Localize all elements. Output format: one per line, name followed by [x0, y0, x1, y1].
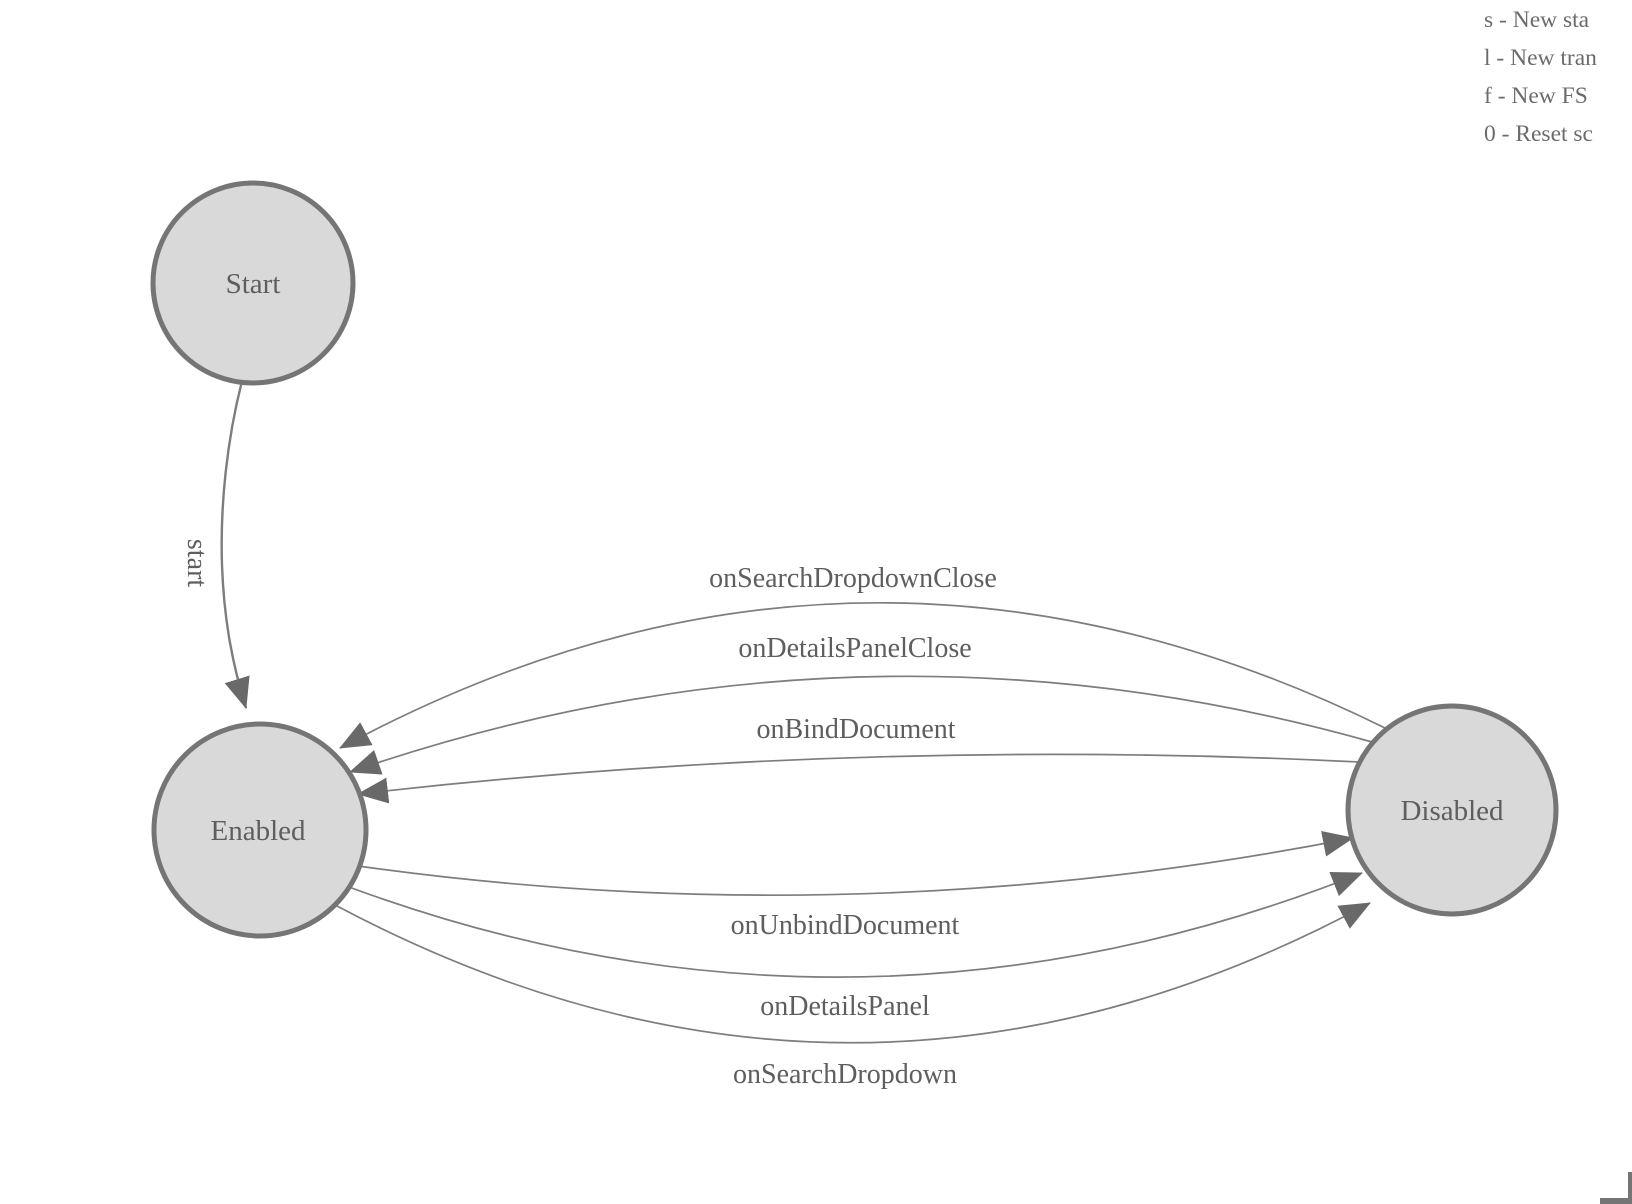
state-label-start: Start — [226, 268, 281, 300]
state-label-disabled: Disabled — [1400, 795, 1504, 827]
legend-line-new-fsm: f - New FS — [1484, 83, 1588, 109]
legend-line-reset: 0 - Reset sc — [1484, 121, 1593, 147]
transition-edge-onDetailsPanelClose[interactable]: onDetailsPanelClose — [349, 633, 1373, 775]
panel-corner-vertical-edge — [1628, 1172, 1632, 1204]
transition-edge-onSearchDropdown[interactable]: onSearchDropdown — [336, 902, 1371, 1090]
transition-edge-onUnbindDocument[interactable]: onUnbindDocument — [357, 831, 1354, 941]
transition-edge-start[interactable]: start — [181, 380, 250, 709]
transition-edge-onDetailsPanel[interactable]: onDetailsPanel — [348, 871, 1363, 1022]
edge-line-start[interactable] — [220, 380, 250, 709]
edge-label-onBindDocument: onBindDocument — [756, 714, 955, 745]
edge-line-onDetailsPanelClose[interactable] — [349, 675, 1373, 775]
legend-line-new-transition: l - New tran — [1484, 45, 1597, 71]
edge-line-onUnbindDocument[interactable] — [357, 831, 1354, 896]
state-circle-enabled[interactable] — [151, 721, 369, 939]
state-node-start[interactable]: Start — [150, 180, 356, 386]
transition-edge-onBindDocument[interactable]: onBindDocument — [357, 714, 1360, 804]
legend-line-new-state: s - New sta — [1484, 7, 1590, 33]
state-circle-disabled[interactable] — [1345, 703, 1559, 917]
shortcuts-legend: s - New sta l - New tran f - New FS 0 - … — [1484, 1, 1597, 153]
state-label-enabled: Enabled — [210, 815, 306, 847]
edge-line-onDetailsPanel[interactable] — [348, 871, 1363, 978]
panel-corner-horizontal-edge — [1600, 1198, 1632, 1204]
edge-line-onSearchDropdownClose[interactable] — [339, 602, 1386, 749]
edge-label-onUnbindDocument: onUnbindDocument — [731, 910, 960, 941]
edge-line-onBindDocument[interactable] — [357, 753, 1360, 804]
edge-label-start: start — [181, 539, 212, 587]
transition-edge-onSearchDropdownClose[interactable]: onSearchDropdownClose — [339, 563, 1386, 749]
state-node-enabled[interactable]: Enabled — [151, 721, 369, 939]
edge-label-onDetailsPanel: onDetailsPanel — [760, 991, 930, 1022]
edge-label-onSearchDropdownClose: onSearchDropdownClose — [709, 563, 997, 594]
edge-label-onSearchDropdown: onSearchDropdown — [733, 1059, 957, 1090]
state-node-disabled[interactable]: Disabled — [1345, 703, 1559, 917]
state-circle-start[interactable] — [150, 180, 356, 386]
edge-label-onDetailsPanelClose: onDetailsPanelClose — [738, 633, 971, 664]
edge-line-onSearchDropdown[interactable] — [336, 902, 1371, 1044]
